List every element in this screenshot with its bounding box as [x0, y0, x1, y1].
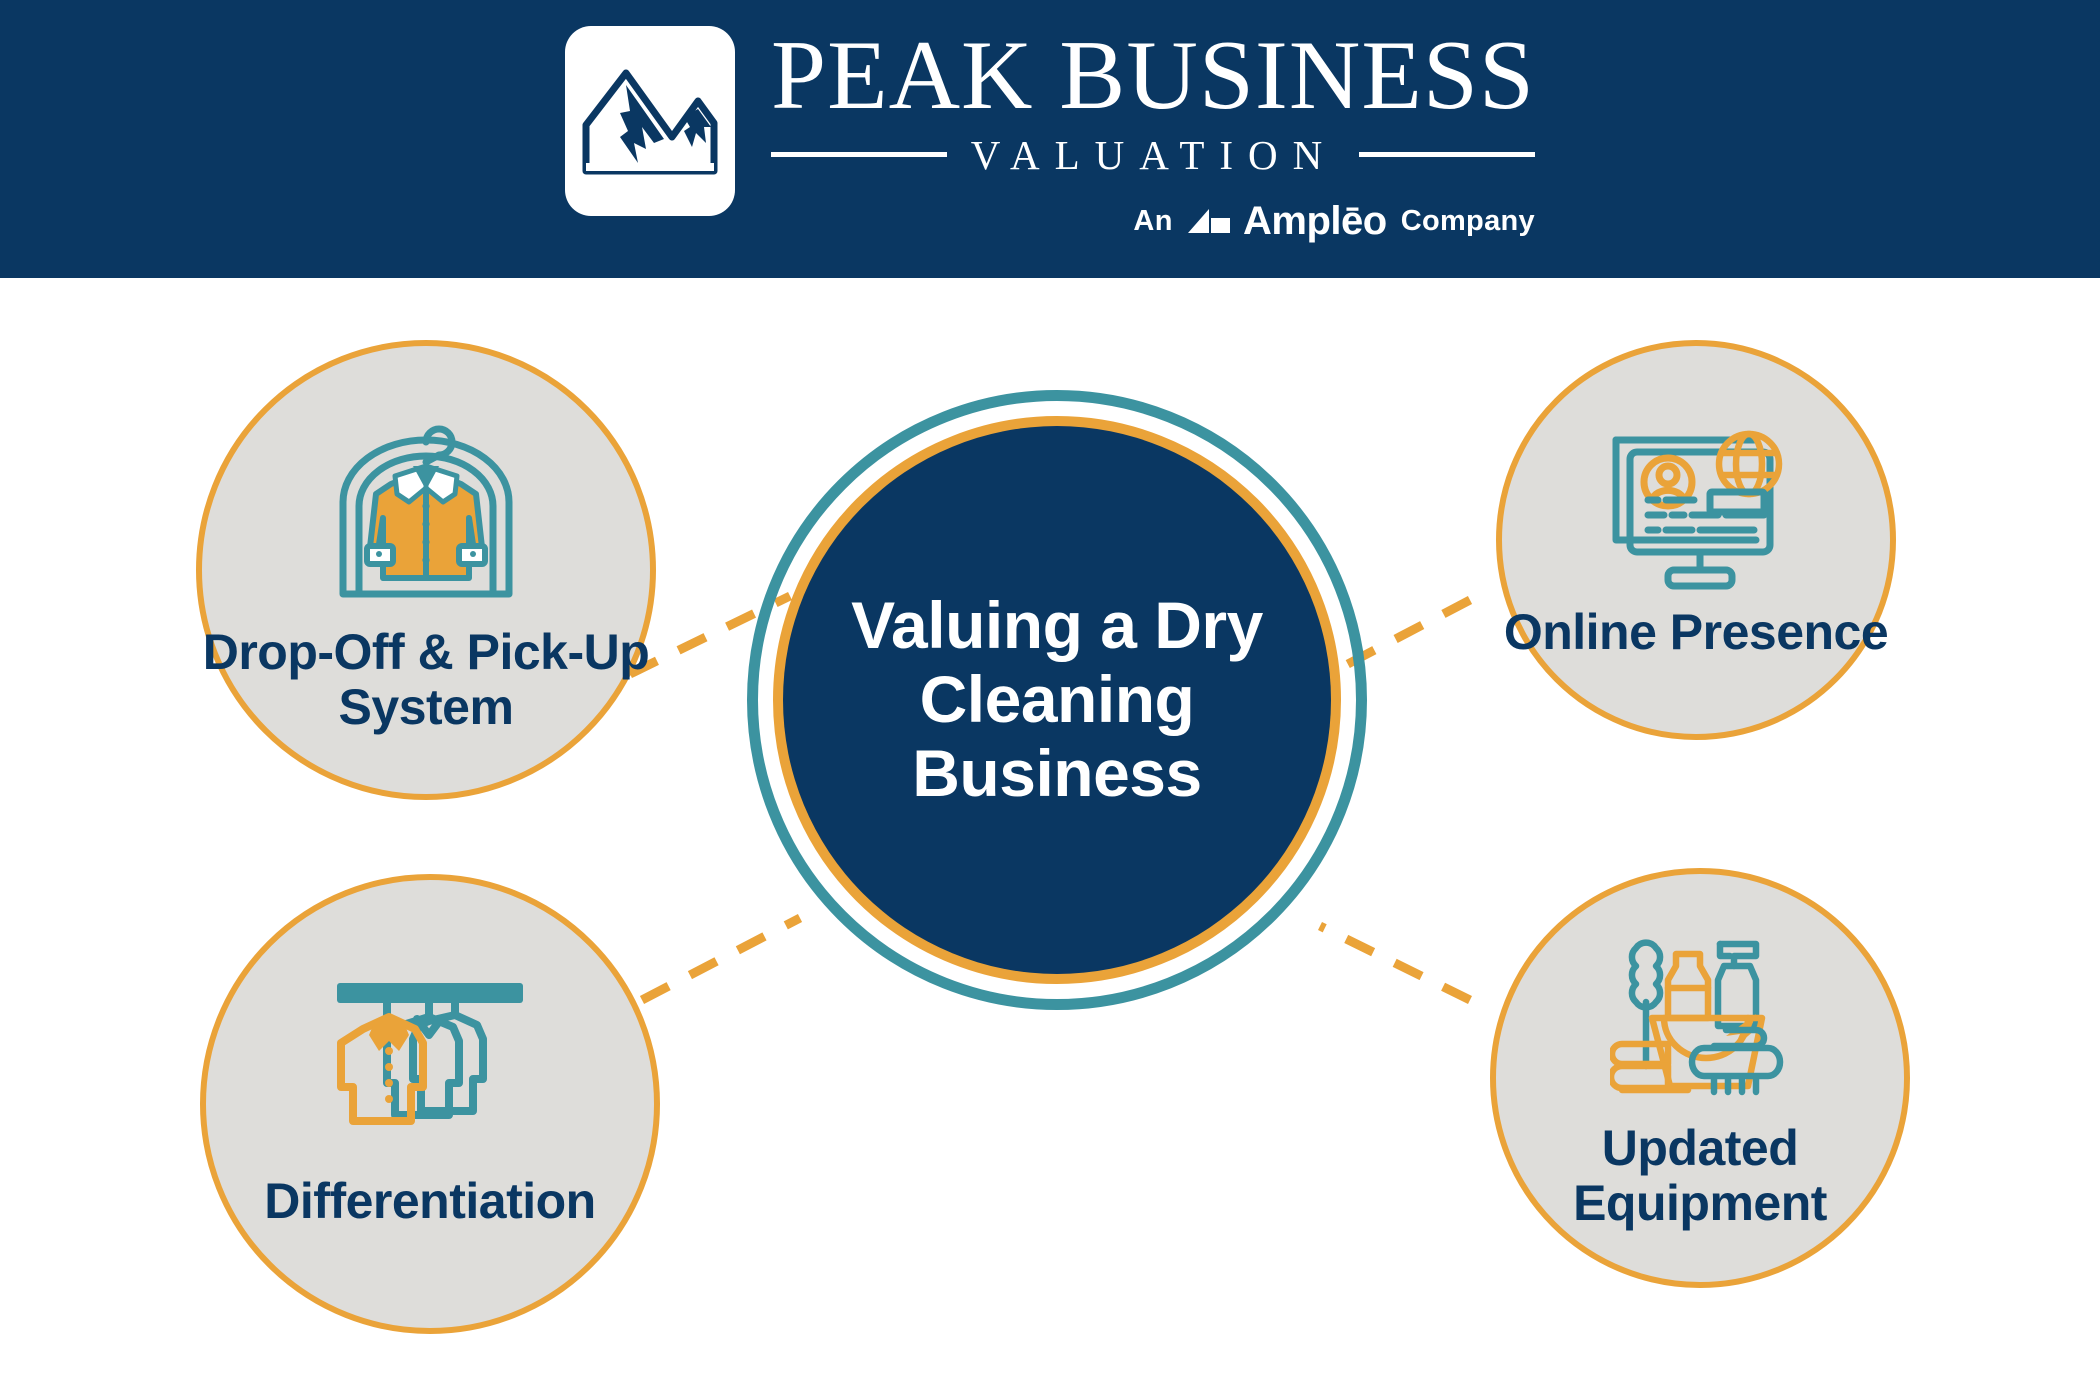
brand-subtitle: VALUATION [970, 131, 1338, 178]
clothes-rack-shirts-icon [325, 979, 535, 1154]
ampleo-mark-icon [1187, 207, 1231, 235]
company-prefix: An [1133, 204, 1174, 237]
monitor-globe-profile-icon [1606, 420, 1786, 595]
company-brand-name: Amplēo [1243, 198, 1387, 243]
brand-header-bar: PEAK BUSINESS VALUATION An Amplēo Compan… [0, 0, 2100, 278]
center-hub[interactable]: Valuing a Dry Cleaning Business [747, 390, 1367, 1010]
center-title: Valuing a Dry Cleaning Business [851, 588, 1263, 810]
node-label-online-presence: Online Presence [1503, 604, 1889, 661]
node-online-presence[interactable]: Online Presence [1496, 340, 1896, 740]
connector-dropoff-to-hub [628, 591, 792, 679]
node-label-drop-off-pick-up-system: Drop-Off & Pick-Up System [202, 624, 650, 735]
connector-equipment-to-hub [1318, 921, 1472, 1005]
dry-cleaning-value-drivers-diagram: Drop-Off & Pick-Up System [0, 278, 2100, 1400]
brand-name: PEAK BUSINESS [771, 21, 1535, 130]
brand-subtitle-row: VALUATION [771, 131, 1535, 179]
brand-text-block: PEAK BUSINESS VALUATION An Amplēo Compan… [771, 21, 1535, 244]
mountain-peak-icon [582, 69, 718, 175]
brand-rule-left [771, 152, 947, 158]
node-differentiation[interactable]: Differentiation [200, 874, 660, 1334]
node-label-updated-equipment: Updated Equipment [1573, 1120, 1827, 1231]
hub-core: Valuing a Dry Cleaning Business [783, 426, 1331, 974]
cleaning-supplies-bucket-icon [1607, 926, 1790, 1111]
brand-rule-right [1359, 152, 1535, 158]
node-label-differentiation: Differentiation [264, 1173, 596, 1230]
garment-bag-shirt-hanger-icon [331, 406, 521, 611]
connector-differentiation-to-hub [639, 914, 803, 1004]
node-updated-equipment[interactable]: Updated Equipment [1490, 868, 1910, 1288]
hub-outer-ring-teal [747, 390, 1367, 1010]
node-drop-off-pick-up-system[interactable]: Drop-Off & Pick-Up System [196, 340, 656, 800]
brand-lockup: PEAK BUSINESS VALUATION An Amplēo Compan… [565, 21, 1535, 244]
company-suffix: Company [1400, 204, 1535, 237]
parent-company-row: An Amplēo Company [1133, 199, 1535, 244]
peak-logo-tile [565, 26, 736, 216]
hub-inner-ring-orange [773, 416, 1341, 984]
